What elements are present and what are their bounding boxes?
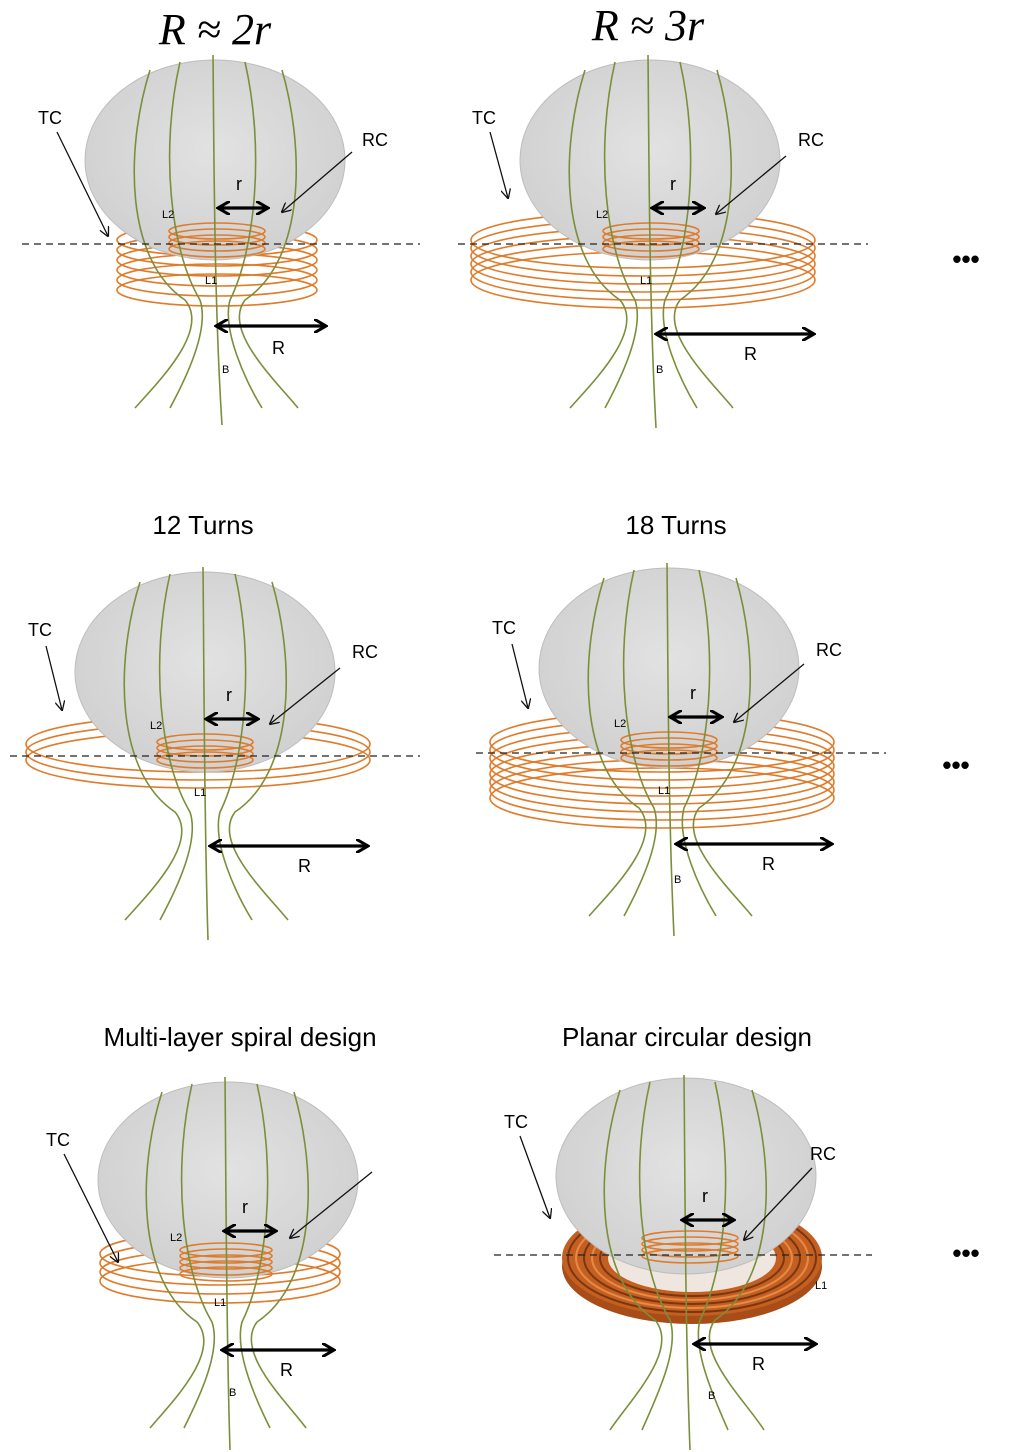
rc-pointer [270,667,341,724]
big-r-label: R [744,344,757,364]
l2-label: L2 [170,1232,182,1244]
magnetic-field-lines [123,566,289,941]
ellipsis-row-2: ••• [942,750,969,780]
rc-label: RC [362,130,388,150]
tc-label: TC [504,1112,528,1132]
ellipsis-row-3: ••• [952,1238,979,1268]
magnetic-field-lines [587,562,753,937]
tc-label: TC [472,108,496,128]
receiver-coil [168,222,266,258]
l1-label: L1 [815,1280,827,1292]
rc-pointer [734,663,805,722]
magnetic-field-lines [568,54,734,429]
panel-18-turns: 18 Turns TC R [476,510,970,937]
magnetic-field-lines [145,1076,309,1451]
b-label: B [229,1387,236,1399]
big-r-label: R [762,854,775,874]
tc-label: TC [28,620,52,640]
b-label: B [708,1390,715,1402]
panel-title: Multi-layer spiral design [103,1022,376,1052]
r-label: r [236,174,242,194]
panel-title: 12 Turns [152,510,253,540]
tc-pointer [489,131,508,198]
magnetic-field-lines [603,1074,767,1451]
panel-title: Planar circular design [562,1022,812,1052]
tc-pointer [519,1135,550,1218]
l1-label: L1 [194,787,206,799]
magnetic-field-lines [133,54,299,426]
l2-label: L2 [162,209,174,221]
b-label: B [222,364,229,376]
tc-pointer [56,131,108,236]
panel-title: R ≈ 2r [158,5,272,54]
r-label: r [670,174,676,194]
r-label: r [242,1197,248,1217]
r-label: r [226,685,232,705]
l1-label: L1 [640,275,652,287]
big-r-label: R [752,1354,765,1374]
big-r-label: R [298,856,311,876]
l2-label: L2 [150,720,162,732]
rc-label: RC [810,1144,836,1164]
ellipsis-row-1: ••• [952,244,979,274]
rc-label: RC [816,640,842,660]
panel-multi-layer-spiral: Multi-layer spiral design TC r R [46,1022,377,1451]
tc-pointer [45,645,62,710]
rc-pointer [744,1167,813,1240]
tc-label: TC [38,108,62,128]
panel-r-2r: R ≈ 2r TC RC r R [22,5,420,426]
panel-r-3r: R ≈ 3r TC RC r R [458,1,980,429]
panel-12-turns: 12 Turns TC RC r R L2 L1 [10,510,420,941]
rc-pointer [716,155,787,214]
b-label: B [674,874,681,886]
rc-label: RC [798,130,824,150]
rc-label: RC [352,642,378,662]
rc-pointer [290,1171,373,1238]
tc-label: TC [492,618,516,638]
l1-label: L1 [658,785,670,797]
tc-pointer [63,1153,118,1262]
l2-label: L2 [614,718,626,730]
big-r-label: R [280,1360,293,1380]
rc-pointer [282,151,353,212]
l2-label: L2 [596,209,608,221]
panel-planar-circular: Planar circular design [494,1022,980,1451]
panel-title: 18 Turns [625,510,726,540]
l1-label: L1 [214,1297,226,1309]
b-label: B [656,364,663,376]
tc-pointer [511,643,528,708]
receiver-coil [641,1230,739,1264]
tc-label: TC [46,1130,70,1150]
l1-label: L1 [205,275,217,287]
r-label: r [702,1186,708,1206]
panel-title: R ≈ 3r [591,1,705,50]
r-label: r [690,683,696,703]
big-r-label: R [272,338,285,358]
